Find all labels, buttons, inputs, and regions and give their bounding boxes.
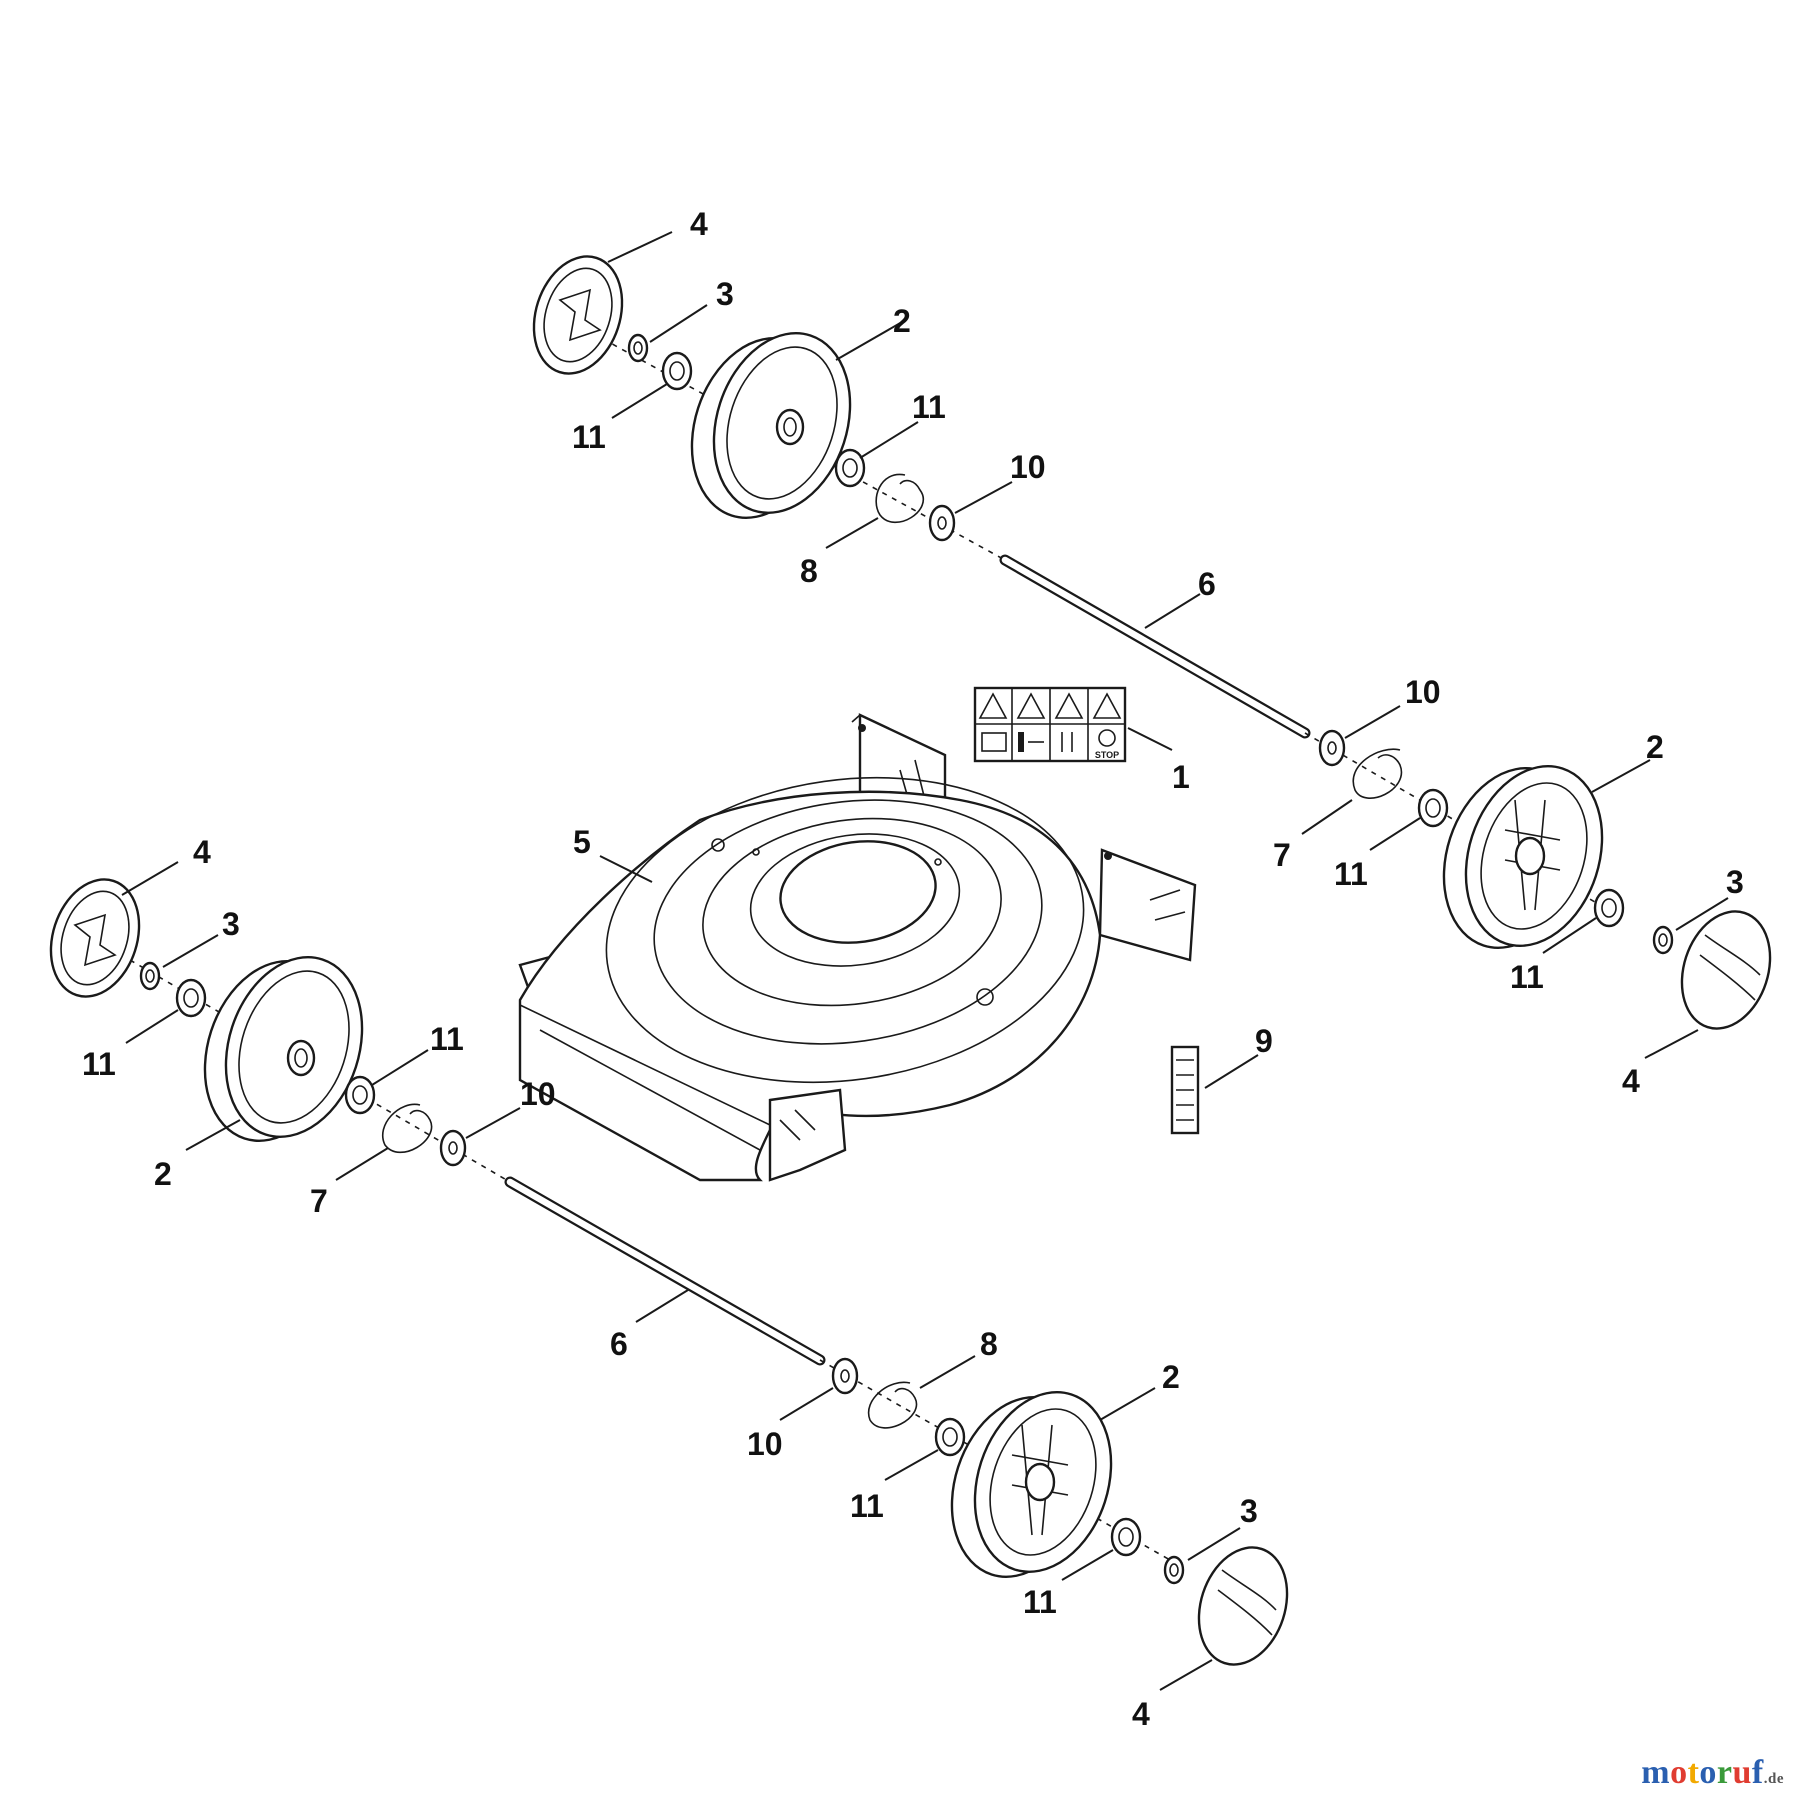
- callout-tl-3: 3: [716, 276, 734, 312]
- callout-l-11b: 11: [430, 1021, 464, 1057]
- leader-lines: [121, 231, 1729, 1691]
- clip-right: [1352, 748, 1403, 799]
- callout-r-4: 4: [1622, 1063, 1640, 1099]
- watermark-letter: r: [1716, 1754, 1733, 1791]
- wheel-right: [1442, 765, 1604, 949]
- callout-b-8: 8: [980, 1326, 998, 1362]
- callout-b-3: 3: [1240, 1493, 1258, 1529]
- callout-b-2: 2: [1162, 1359, 1180, 1395]
- mower-deck: [518, 713, 1197, 1182]
- watermark-letter: m: [1641, 1754, 1671, 1791]
- bearing-left-inner: [344, 1075, 376, 1115]
- watermark-letter: u: [1732, 1754, 1752, 1791]
- washer-top-left: [627, 333, 649, 363]
- bearing-bottom-outer: [1110, 1517, 1142, 1557]
- callout-tl-11b: 11: [912, 389, 946, 425]
- washer-left-outer: [439, 1129, 467, 1167]
- callout-b-4: 4: [1132, 1696, 1150, 1732]
- bearing-top-left-outer: [661, 351, 693, 391]
- washer-bottom-inner: [831, 1357, 859, 1395]
- bearing-right-inner: [1417, 788, 1449, 828]
- callout-deck-5: 5: [573, 824, 591, 860]
- callout-bot-6: 6: [610, 1326, 628, 1362]
- washer-right-inner: [1318, 729, 1346, 767]
- callout-l-2: 2: [154, 1156, 172, 1192]
- callout-l-4: 4: [193, 834, 211, 870]
- bearing-top-left-inner: [834, 448, 866, 488]
- wheel-bottom: [950, 1391, 1113, 1578]
- wheel-left: [203, 956, 364, 1142]
- watermark-letter: t: [1687, 1754, 1700, 1791]
- callout-tl-4: 4: [690, 206, 708, 242]
- bearing-right-outer: [1593, 888, 1625, 928]
- callouts: 4 3 2 11 11 10 8 6 1 10 2 7 11 3 11 4 5 …: [82, 206, 1744, 1732]
- callout-r-2: 2: [1646, 729, 1664, 765]
- callout-top-6: 6: [1198, 566, 1216, 602]
- height-label: [1170, 1045, 1200, 1135]
- washer-top-left-outer: [928, 504, 956, 542]
- callout-r-11b: 11: [1510, 959, 1544, 995]
- callout-l-10: 10: [520, 1076, 556, 1112]
- callout-tl-8: 8: [800, 553, 818, 589]
- callout-l-11a: 11: [82, 1046, 116, 1082]
- watermark-letter: o: [1670, 1754, 1688, 1791]
- callout-label-9: 9: [1255, 1023, 1273, 1059]
- callout-l-3: 3: [222, 906, 240, 942]
- callout-r-7: 7: [1273, 837, 1291, 873]
- wheel-top-left: [690, 332, 852, 519]
- callout-tl-11a: 11: [572, 419, 606, 455]
- washer-left: [139, 961, 161, 991]
- callout-b-11a: 11: [850, 1488, 884, 1524]
- hub-cap-right: [1680, 910, 1772, 1030]
- callout-b-10: 10: [747, 1426, 783, 1462]
- safety-label-text: STOP: [1095, 750, 1119, 760]
- clip-left: [382, 1103, 433, 1153]
- axle-top: [544, 306, 1601, 906]
- safety-label: STOP: [973, 686, 1127, 763]
- hub-cap-bottom: [1197, 1546, 1289, 1666]
- callout-tl-2: 2: [893, 303, 911, 339]
- watermark-letter: o: [1699, 1754, 1717, 1791]
- callout-b-11b: 11: [1023, 1584, 1057, 1620]
- clip-bottom: [867, 1381, 918, 1429]
- watermark-letters: motoruf: [1641, 1754, 1764, 1791]
- callout-label-1: 1: [1172, 759, 1190, 795]
- watermark-letter: f: [1751, 1754, 1764, 1791]
- watermark-tld: .de: [1763, 1771, 1784, 1787]
- bearing-left-outer: [175, 978, 207, 1018]
- hub-cap-top-left: [532, 255, 624, 375]
- watermark-logo: motoruf.de: [1641, 1754, 1784, 1792]
- callout-r-11a: 11: [1334, 856, 1368, 892]
- callout-l-7: 7: [310, 1183, 328, 1219]
- callout-r-10: 10: [1405, 674, 1441, 710]
- bearing-bottom-inner: [934, 1417, 966, 1457]
- callout-tl-10: 10: [1010, 449, 1046, 485]
- callout-r-3: 3: [1726, 864, 1744, 900]
- washer-right-outer: [1652, 925, 1674, 955]
- clip-top-left: [875, 473, 924, 523]
- washer-bottom-outer: [1163, 1555, 1185, 1585]
- hub-cap-left: [49, 878, 141, 998]
